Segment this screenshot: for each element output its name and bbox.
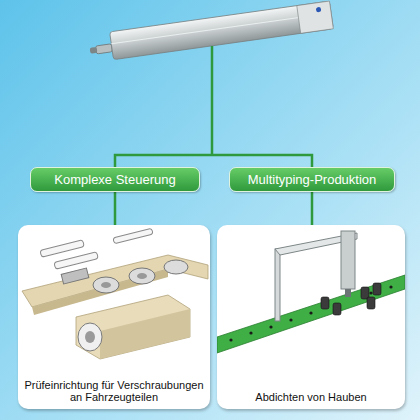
wheel-part: [164, 260, 188, 274]
conveyor-band: [22, 255, 208, 307]
screwing-station-illustration: [18, 225, 210, 363]
screw-tool: [40, 240, 84, 257]
motor-end: [297, 1, 334, 33]
tree-lines: [115, 46, 312, 167]
category-label: Komplexe Steuerung: [46, 172, 183, 187]
green-conveyor: [217, 275, 405, 353]
fixture-block: [76, 295, 190, 359]
application-panel: Abdichten von Hauben: [217, 225, 405, 409]
sensor-block: [61, 268, 89, 284]
wheel-hub: [101, 282, 111, 288]
actuator-body: [110, 1, 334, 60]
application-panel: Prüfeinrichtung für Verschraubungen an F…: [18, 225, 210, 409]
wheel-part: [93, 277, 119, 293]
wheel-hub: [137, 273, 147, 279]
wheel-part: [129, 268, 155, 284]
connector-line: [311, 192, 314, 225]
screw-tool: [113, 228, 153, 243]
fixture-face: [100, 309, 190, 359]
connector-line: [114, 192, 117, 225]
category-label: Multityping-Produktion: [240, 172, 385, 187]
application-caption: Prüfeinrichtung für Verschraubungen an F…: [22, 379, 206, 404]
wheel-hub: [85, 331, 95, 343]
dispensing-unit: [341, 231, 355, 289]
category-box: Multityping-Produktion: [229, 167, 395, 192]
branch-line: [115, 155, 312, 167]
trunk-line: [211, 46, 214, 155]
electric-actuator: [88, 1, 334, 63]
brand-dot: [316, 7, 322, 13]
rod-tip: [90, 47, 98, 54]
nozzle: [345, 289, 351, 297]
application-caption: Abdichten von Hauben: [221, 391, 401, 404]
wheel-face: [78, 323, 102, 351]
conveyor-dots: [229, 285, 392, 341]
actuator-rod: [95, 44, 112, 54]
gantry-column: [275, 249, 280, 321]
hood-parts: [321, 283, 381, 315]
category-box: Komplexe Steuerung: [30, 167, 200, 192]
body-groove: [111, 13, 331, 44]
hood-sealing-illustration: [217, 225, 405, 363]
screw-tool: [54, 252, 98, 269]
